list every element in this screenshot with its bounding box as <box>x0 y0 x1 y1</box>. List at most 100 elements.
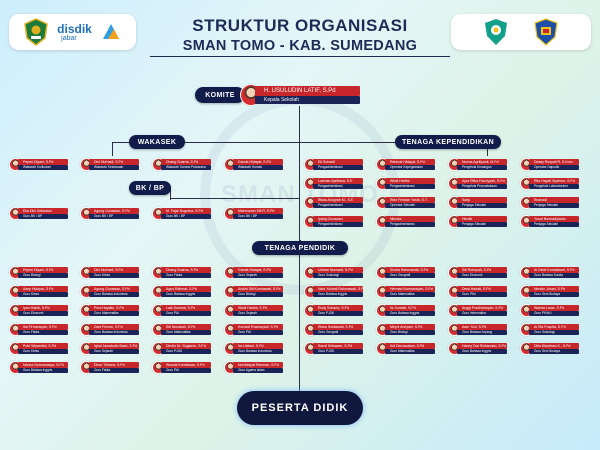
person-role: Guru Kimia <box>18 292 68 297</box>
person-name: Rian Ferdian Yusfa, S.T <box>385 197 435 203</box>
person-role: Guru PJOK <box>313 349 363 354</box>
person-role: Guru PKWU <box>529 311 579 316</box>
person-role: Guru Bahasa Jepang <box>457 330 507 335</box>
person-role: Guru Bahasa Inggris <box>457 349 507 354</box>
pendidik-node <box>300 240 301 241</box>
person-role: Guru PJOK <box>313 311 363 316</box>
wakasek-drop-line <box>112 142 114 156</box>
person-name: Maemunah Siti R, S.Pd <box>233 208 283 214</box>
left-logo-box: disdik jabar <box>9 14 136 50</box>
level2-connector-line <box>112 142 488 144</box>
bkbp-label: BK / BP <box>129 181 171 195</box>
person-name: Agus Rahmat, S.Pd <box>161 286 211 292</box>
person-role: Guru PKn <box>457 292 507 297</box>
person-role: Guru Matematika <box>385 292 435 297</box>
person-role: Pengadministrasi <box>313 203 363 208</box>
person-name: Iqbal Jamaludin Basri, S.Pd <box>89 343 139 349</box>
person-role: Guru Kimia <box>89 273 139 278</box>
person-role: Guru Seni Budaya <box>529 292 579 297</box>
school-emblem-icon <box>485 19 507 45</box>
person-role: Pengelola Laboratorium <box>529 184 579 189</box>
person-role: Guru Bahasa Sunda <box>529 273 579 278</box>
bk-connector-line <box>170 198 300 200</box>
person-name: Nani Yulianti Rahmawati, S.Pd <box>313 286 363 292</box>
person-name: Yusuf Nurmadiyanto <box>529 216 579 222</box>
person-role: Pengadministrasi <box>385 184 435 189</box>
person-name: Ika Firmansyah, S.Pd <box>18 324 68 330</box>
person-name: Wanda Laras, S.Pd <box>529 305 579 311</box>
person-name: Rusnadi <box>529 197 579 203</box>
person-role: Guru Fisika <box>18 330 68 335</box>
person-name: Lala Sumirat, S.Pd <box>161 305 211 311</box>
person-name: Meyni Anriyani, S.Pd <box>385 324 435 330</box>
jabar-emblem-icon <box>24 18 48 46</box>
person-name: Herdie <box>457 216 507 222</box>
person-role: Penjaga Sekolah <box>529 222 579 227</box>
person-role: Guru Biologi <box>385 330 435 335</box>
person-role: Guru Matematika <box>161 330 211 335</box>
person-role: Guru Ekonomi <box>18 311 68 316</box>
person-name: Pepen Diyani, S.Pd <box>18 159 68 165</box>
person-role: Penjaga Sekolah <box>529 203 579 208</box>
person-name: H. USULUDIN LATIF, S.Pd <box>255 86 360 96</box>
person-name: Pepen Diyani, S.Pd <box>18 267 68 273</box>
person-role: Guru Bahasa Inggris <box>313 292 363 297</box>
disdik-logo-text: disdik <box>57 21 92 36</box>
person-name: Dhang Suarna, S.Pd <box>161 267 211 273</box>
person-role: Pengadministrasi <box>313 184 363 189</box>
person-name: Dilla Wardhani K., S.Pd <box>529 343 579 349</box>
person-name: Wiwit Hartini <box>385 178 435 184</box>
person-name: Nendin Juhari, S.Pd <box>529 286 579 292</box>
person-role: Pengadministrasi <box>313 165 363 170</box>
person-name: Ganda Hidayat, S.Pd <box>233 267 283 273</box>
person-role: Guru Bahasa Indonesia <box>233 349 283 354</box>
person-role: Guru Bahasa Inggris <box>18 368 68 373</box>
person-name: Wowok Kurniawan, S.Pd <box>161 362 211 368</box>
person-name: Dini Nurhadi, S.Pd <box>89 267 139 273</box>
person-role: Guru PAI <box>161 311 211 316</box>
person-role: Guru PAI <box>233 330 283 335</box>
person-role: Wakasek Kurikulum <box>18 165 68 170</box>
person-name: Siti Nurasiah, S.Pd <box>161 324 211 330</box>
person-name: Dhang Suarna, S.Pd <box>161 159 211 165</box>
person-name: Agung Gunawan, S.Pd <box>89 286 139 292</box>
person-name: Iyang Gunawan <box>313 216 363 222</box>
person-role: Guru PAI <box>161 368 211 373</box>
person-name: Nanna Nurmanasya, S.Pd <box>18 362 68 368</box>
person-name: Dindin Dr. Sugianto, S.Pd <box>161 343 211 349</box>
